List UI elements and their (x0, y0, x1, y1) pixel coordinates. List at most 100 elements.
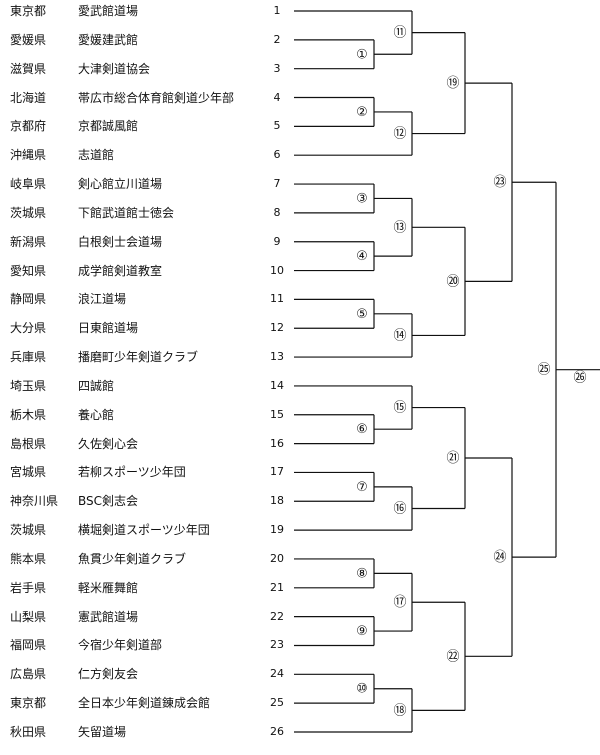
match-number: ④ (356, 249, 368, 264)
match-number: ㉒ (446, 649, 459, 664)
match-number: ⑩ (356, 682, 368, 697)
entry-prefecture: 秋田県 (10, 725, 47, 739)
entry-seed: 8 (273, 205, 281, 219)
entry-seed: 9 (273, 234, 281, 248)
entry-club: 京都誠風館 (78, 119, 139, 134)
entry-seed: 12 (270, 321, 284, 335)
entry-prefecture: 茨城県 (10, 205, 47, 220)
entry-row: 栃木県 養心館 15 (0, 404, 300, 426)
entry-seed: 15 (270, 407, 284, 421)
match-number: ⑦ (356, 480, 368, 495)
match-number: ㉓ (493, 175, 506, 190)
entry-prefecture: 新潟県 (10, 234, 47, 249)
entry-prefecture: 茨城県 (10, 523, 47, 538)
match-number: ⑧ (356, 566, 368, 581)
entry-club: 全日本少年剣道錬成会館 (78, 696, 211, 711)
match-number: ② (356, 105, 368, 120)
entry-seed: 5 (273, 119, 281, 133)
match-number: ㉔ (493, 550, 506, 565)
match-number: ① (356, 47, 368, 62)
entry-prefecture: 神奈川県 (10, 494, 59, 509)
entry-row: 岐阜県 剣心館立川道場 7 (0, 173, 300, 195)
entry-prefecture: 山梨県 (10, 609, 47, 624)
entry-seed: 1 (273, 4, 281, 17)
entry-seed: 14 (270, 378, 284, 392)
entry-prefecture: 静岡県 (10, 292, 47, 307)
entry-seed: 7 (273, 177, 281, 191)
entry-prefecture: 沖縄県 (10, 148, 47, 163)
entry-club: 今宿少年剣道部 (78, 638, 163, 653)
entry-row: 愛媛県 愛媛建武館 2 (0, 29, 300, 51)
entry-prefecture: 栃木県 (10, 407, 47, 422)
match-number: ㉖ (573, 371, 586, 386)
match-number: ⑪ (393, 26, 406, 41)
entry-club: 矢留道場 (78, 725, 127, 739)
entry-club: 愛武館道場 (78, 4, 139, 18)
entry-club: 日東館道場 (78, 321, 139, 336)
entry-row: 茨城県 横堀剣道スポーツ少年団 19 (0, 519, 300, 541)
entry-seed: 3 (273, 61, 281, 75)
entry-prefecture: 宮城県 (10, 465, 47, 480)
entry-club: 養心館 (78, 407, 115, 422)
entry-seed: 10 (270, 263, 284, 277)
entry-seed: 2 (273, 32, 281, 46)
entry-prefecture: 京都府 (10, 119, 47, 134)
entry-prefecture: 岩手県 (10, 580, 47, 595)
entry-prefecture: 愛媛県 (10, 32, 47, 47)
entry-seed: 11 (270, 292, 284, 306)
entry-club: 若柳スポーツ少年団 (78, 465, 186, 480)
entry-prefecture: 滋賀県 (10, 61, 47, 76)
entry-club: 横堀剣道スポーツ少年団 (78, 523, 210, 538)
entry-row: 宮城県 若柳スポーツ少年団 17 (0, 461, 300, 483)
entry-seed: 21 (270, 580, 284, 594)
entry-club: 四誠館 (78, 378, 115, 393)
match-number: ⑯ (393, 501, 406, 516)
entry-club: 播磨町少年剣道クラブ (78, 350, 199, 365)
entry-club: 剣心館立川道場 (78, 177, 163, 192)
entry-club: 愛媛建武館 (78, 32, 139, 47)
entry-club: 帯広市総合体育館剣道少年部 (78, 90, 235, 105)
entry-club: 成学館剣道教室 (78, 263, 163, 278)
entry-prefecture: 東京都 (10, 4, 47, 18)
entry-seed: 4 (273, 90, 281, 104)
entry-seed: 18 (270, 494, 284, 508)
entry-row: 静岡県 浪江道場 11 (0, 288, 300, 310)
match-number: ⑭ (393, 328, 406, 343)
entry-seed: 19 (270, 523, 284, 537)
entry-club: 魚貫少年剣道クラブ (78, 551, 187, 566)
match-number: ③ (356, 191, 368, 206)
entry-club: 浪江道場 (78, 292, 127, 307)
match-number: ⑨ (356, 624, 368, 639)
entry-club: 憲武館道場 (78, 609, 139, 624)
match-number: ⑤ (356, 307, 368, 322)
entry-seed: 22 (270, 609, 284, 623)
entry-club: 白根剣士会道場 (78, 234, 163, 249)
match-number: ⑲ (446, 76, 459, 91)
entry-prefecture: 埼玉県 (10, 378, 47, 393)
entry-row: 京都府 京都誠風館 5 (0, 115, 300, 137)
match-number: ㉕ (537, 363, 550, 378)
match-number: ⑥ (356, 422, 368, 437)
entry-prefecture: 広島県 (10, 667, 47, 682)
entry-club: 志道館 (78, 148, 115, 163)
entry-club: 仁方剣友会 (78, 667, 139, 682)
entry-seed: 17 (270, 465, 284, 479)
entry-row: 東京都 愛武館道場 1 (0, 0, 300, 22)
entry-prefecture: 熊本県 (10, 551, 47, 566)
entry-prefecture: 兵庫県 (10, 350, 47, 365)
match-number: ⑰ (393, 595, 406, 610)
entry-row: 新潟県 白根剣士会道場 9 (0, 231, 300, 253)
entry-prefecture: 岐阜県 (10, 177, 47, 192)
